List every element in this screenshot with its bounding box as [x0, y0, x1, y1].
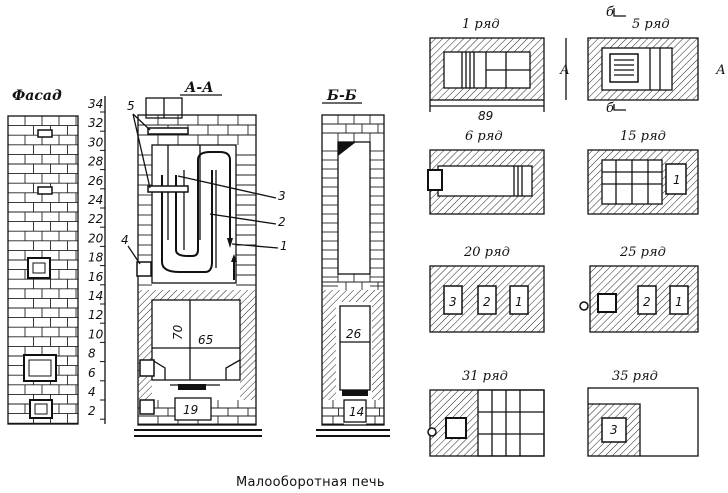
svg-text:1: 1: [675, 295, 683, 309]
row-number: 18: [88, 251, 104, 265]
drawing-caption: Малооборотная печь: [236, 475, 385, 490]
damper-upper: [147, 127, 189, 135]
plan-label-31: 31 ряд: [462, 369, 508, 384]
plan-label-25: 25 ряд: [619, 245, 666, 260]
bb-firebox: [339, 305, 371, 391]
row-number: 2: [88, 404, 96, 418]
plan-row-1: 1 ряд 89 А: [429, 17, 570, 123]
callout-1: 1: [280, 239, 288, 253]
grate: [178, 384, 206, 390]
row-number: 10: [88, 327, 104, 341]
flue-cavity: [151, 144, 237, 284]
svg-text:3: 3: [610, 423, 618, 437]
row-number: 30: [88, 135, 104, 149]
row-number: 28: [88, 155, 104, 169]
facade-flue-door-lower: [37, 186, 53, 195]
row-number-scale: 34 32 30 28 26 24 22 20 18 16 14 12 10 8 6 4 2: [88, 96, 106, 424]
plan-label-20: 20 ряд: [463, 245, 510, 260]
plan-label-6: 6 ряд: [465, 129, 503, 144]
row-number: 4: [88, 385, 96, 399]
section-bb-brickwork: [322, 115, 384, 425]
cleanout-door: [136, 261, 152, 277]
plan-row-6: 6 ряд: [427, 129, 545, 215]
facade-flue-door-upper: [37, 129, 53, 138]
row-number: 8: [88, 347, 96, 361]
row-number: 20: [88, 231, 104, 245]
callout-3: 3: [278, 189, 286, 203]
firebox: [151, 299, 241, 381]
svg-text:А: А: [715, 63, 726, 78]
ash-pit: [174, 397, 212, 421]
section-aa-title: А-А: [184, 80, 214, 96]
plan-row-15: 15 ряд 1: [587, 129, 699, 215]
plan-label-1: 1 ряд: [462, 17, 500, 32]
plan-label-5: 5 ряд: [632, 17, 670, 32]
facade-cleanout-door: [27, 257, 51, 279]
section-bb-view: Б-Б 26 14: [316, 88, 390, 437]
row-number: 6: [88, 366, 96, 380]
plan-row-20: 20 ряд 3 2 1: [429, 245, 545, 333]
svg-text:б: б: [606, 101, 614, 116]
plan-row-25: 25 ряд 2 1: [579, 245, 699, 333]
fire-door: [139, 359, 155, 377]
row-number: 34: [88, 97, 103, 111]
dim-bb-width: 26: [346, 327, 362, 341]
svg-text:3: 3: [449, 295, 457, 309]
row-number: 32: [88, 116, 103, 130]
svg-text:2: 2: [483, 295, 491, 309]
dim-bb-base: 14: [349, 405, 364, 419]
plan-row-5: 5 ряд б А б: [587, 5, 726, 116]
plan-row-35: 35 ряд 3: [587, 369, 699, 457]
damper-lower: [147, 185, 189, 193]
section-aa-view: А-А 70 65 19: [121, 80, 288, 437]
dim-aa-height: 70: [171, 324, 185, 340]
section-bb-title: Б-Б: [326, 88, 357, 104]
floor-line: [134, 429, 262, 437]
dim-aa-width: 65: [198, 333, 213, 347]
plan-label-15: 15 ряд: [620, 129, 666, 144]
firebox-wall-right: [240, 290, 256, 400]
ash-door: [139, 399, 155, 415]
facade-view: Фасад: [7, 88, 79, 425]
facade-outline: [7, 115, 79, 425]
svg-text:2: 2: [643, 295, 651, 309]
callout-4: 4: [121, 233, 129, 247]
bb-outline: [321, 114, 385, 426]
plan-row-31: 31 ряд: [427, 369, 545, 457]
row-number: 14: [88, 289, 103, 303]
svg-text:1: 1: [515, 295, 523, 309]
firebox-ceiling: [152, 290, 240, 300]
callout-5: 5: [127, 99, 135, 113]
callout-2: 2: [278, 215, 286, 229]
firebox-wall-left: [138, 290, 152, 400]
row-number: 26: [88, 174, 104, 188]
svg-text:1: 1: [673, 173, 681, 187]
facade-title: Фасад: [12, 88, 62, 104]
svg-text:б: б: [606, 5, 614, 20]
flue-path-arrow: [161, 170, 213, 273]
row-number: 12: [88, 308, 103, 322]
row-number: 16: [88, 270, 104, 284]
bb-flue: [337, 141, 371, 275]
row-plans: 1 ряд 89 А 5 ряд б А б: [427, 5, 726, 457]
svg-text:А: А: [559, 63, 570, 78]
dim-row1-width: 89: [478, 109, 493, 123]
facade-ash-door: [29, 399, 53, 419]
dim-aa-base: 19: [183, 403, 198, 417]
row-number: 22: [88, 212, 103, 226]
row-number: 24: [88, 193, 103, 207]
plan-label-35: 35 ряд: [612, 369, 658, 384]
